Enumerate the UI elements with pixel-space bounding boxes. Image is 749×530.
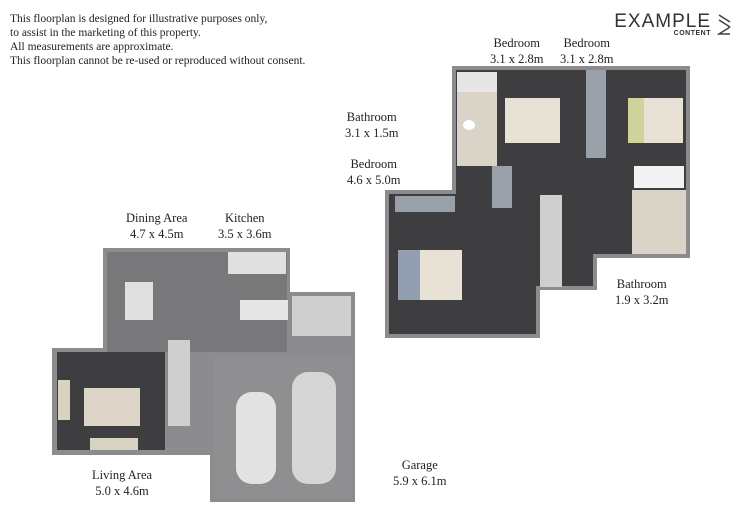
logo: EXAMPLE CONTENT: [614, 11, 711, 37]
wardrobe-icon: [492, 166, 512, 208]
upper-bathroom-2-floor: [632, 190, 686, 254]
bathtub-icon: [634, 166, 684, 188]
bed-blanket: [398, 250, 420, 300]
room-size: 3.1 x 1.5m: [345, 126, 399, 140]
room-size: 5.0 x 4.6m: [95, 484, 149, 498]
dining-table-icon: [125, 282, 153, 320]
room-name: Bathroom: [346, 110, 397, 124]
upper-bathroom-floor: [457, 92, 497, 166]
disclaimer-line: This floorplan is designed for illustrat…: [10, 13, 268, 25]
rug-icon: [84, 388, 140, 426]
disclaimer-line: All measurements are approximate.: [10, 41, 174, 53]
stairs-icon: [540, 195, 562, 287]
room-size: 4.6 x 5.0m: [347, 173, 401, 187]
room-size: 1.9 x 3.2m: [615, 293, 669, 307]
disclaimer-line: to assist in the marketing of this prope…: [10, 27, 201, 39]
toilet-icon: [463, 120, 475, 130]
room-size: 3.1 x 2.8m: [490, 52, 544, 66]
laundry-floor: [292, 296, 351, 336]
room-size: 4.7 x 4.5m: [129, 227, 184, 241]
room-name: Garage: [401, 458, 438, 472]
logo-chevron-icon: [717, 14, 731, 35]
room-size: 5.9 x 6.1m: [393, 474, 447, 488]
sofa-icon: [58, 380, 70, 420]
room-label-bedroom-3: Bedroom 4.6 x 5.0m: [347, 156, 400, 188]
bed-pillow: [628, 98, 644, 143]
room-name: Kitchen: [224, 211, 265, 225]
upper-floor: [385, 66, 690, 338]
disclaimer-line: This floorplan cannot be re-used or repr…: [10, 55, 306, 67]
disclaimer: This floorplan is designed for illustrat…: [10, 12, 305, 68]
logo-main: EXAMPLE: [614, 11, 711, 32]
room-size: 3.1 x 2.8m: [560, 52, 614, 66]
room-name: Bedroom: [350, 157, 397, 171]
room-label-kitchen: Kitchen 3.5 x 3.6m: [218, 210, 271, 242]
car-icon: [292, 372, 336, 484]
room-name: Bedroom: [493, 36, 540, 50]
lower-floor: [52, 248, 355, 502]
sofa-icon: [90, 438, 138, 450]
room-size: 3.5 x 3.6m: [218, 227, 272, 241]
upper-bathroom-wall: [457, 72, 497, 92]
stairs-icon: [168, 340, 190, 426]
bed-icon: [505, 98, 560, 143]
wardrobe-icon: [586, 70, 606, 158]
room-name: Living Area: [92, 468, 153, 482]
logo-sub: CONTENT: [673, 30, 711, 37]
room-label-living: Living Area 5.0 x 4.6m: [92, 467, 152, 499]
room-name: Dining Area: [126, 211, 188, 225]
room-label-bedroom-1: Bedroom 3.1 x 2.8m: [490, 35, 543, 67]
kitchen-bench: [228, 252, 286, 274]
wardrobe-icon: [395, 196, 455, 212]
car-icon: [236, 392, 276, 484]
room-label-bedroom-2: Bedroom 3.1 x 2.8m: [560, 35, 613, 67]
kitchen-island: [240, 300, 288, 320]
room-label-bathroom-2: Bathroom 1.9 x 3.2m: [615, 276, 668, 308]
room-label-garage: Garage 5.9 x 6.1m: [393, 457, 446, 489]
room-name: Bathroom: [616, 277, 667, 291]
room-name: Bedroom: [563, 36, 610, 50]
room-label-dining: Dining Area 4.7 x 4.5m: [126, 210, 187, 242]
room-label-bathroom-1: Bathroom 3.1 x 1.5m: [345, 109, 398, 141]
